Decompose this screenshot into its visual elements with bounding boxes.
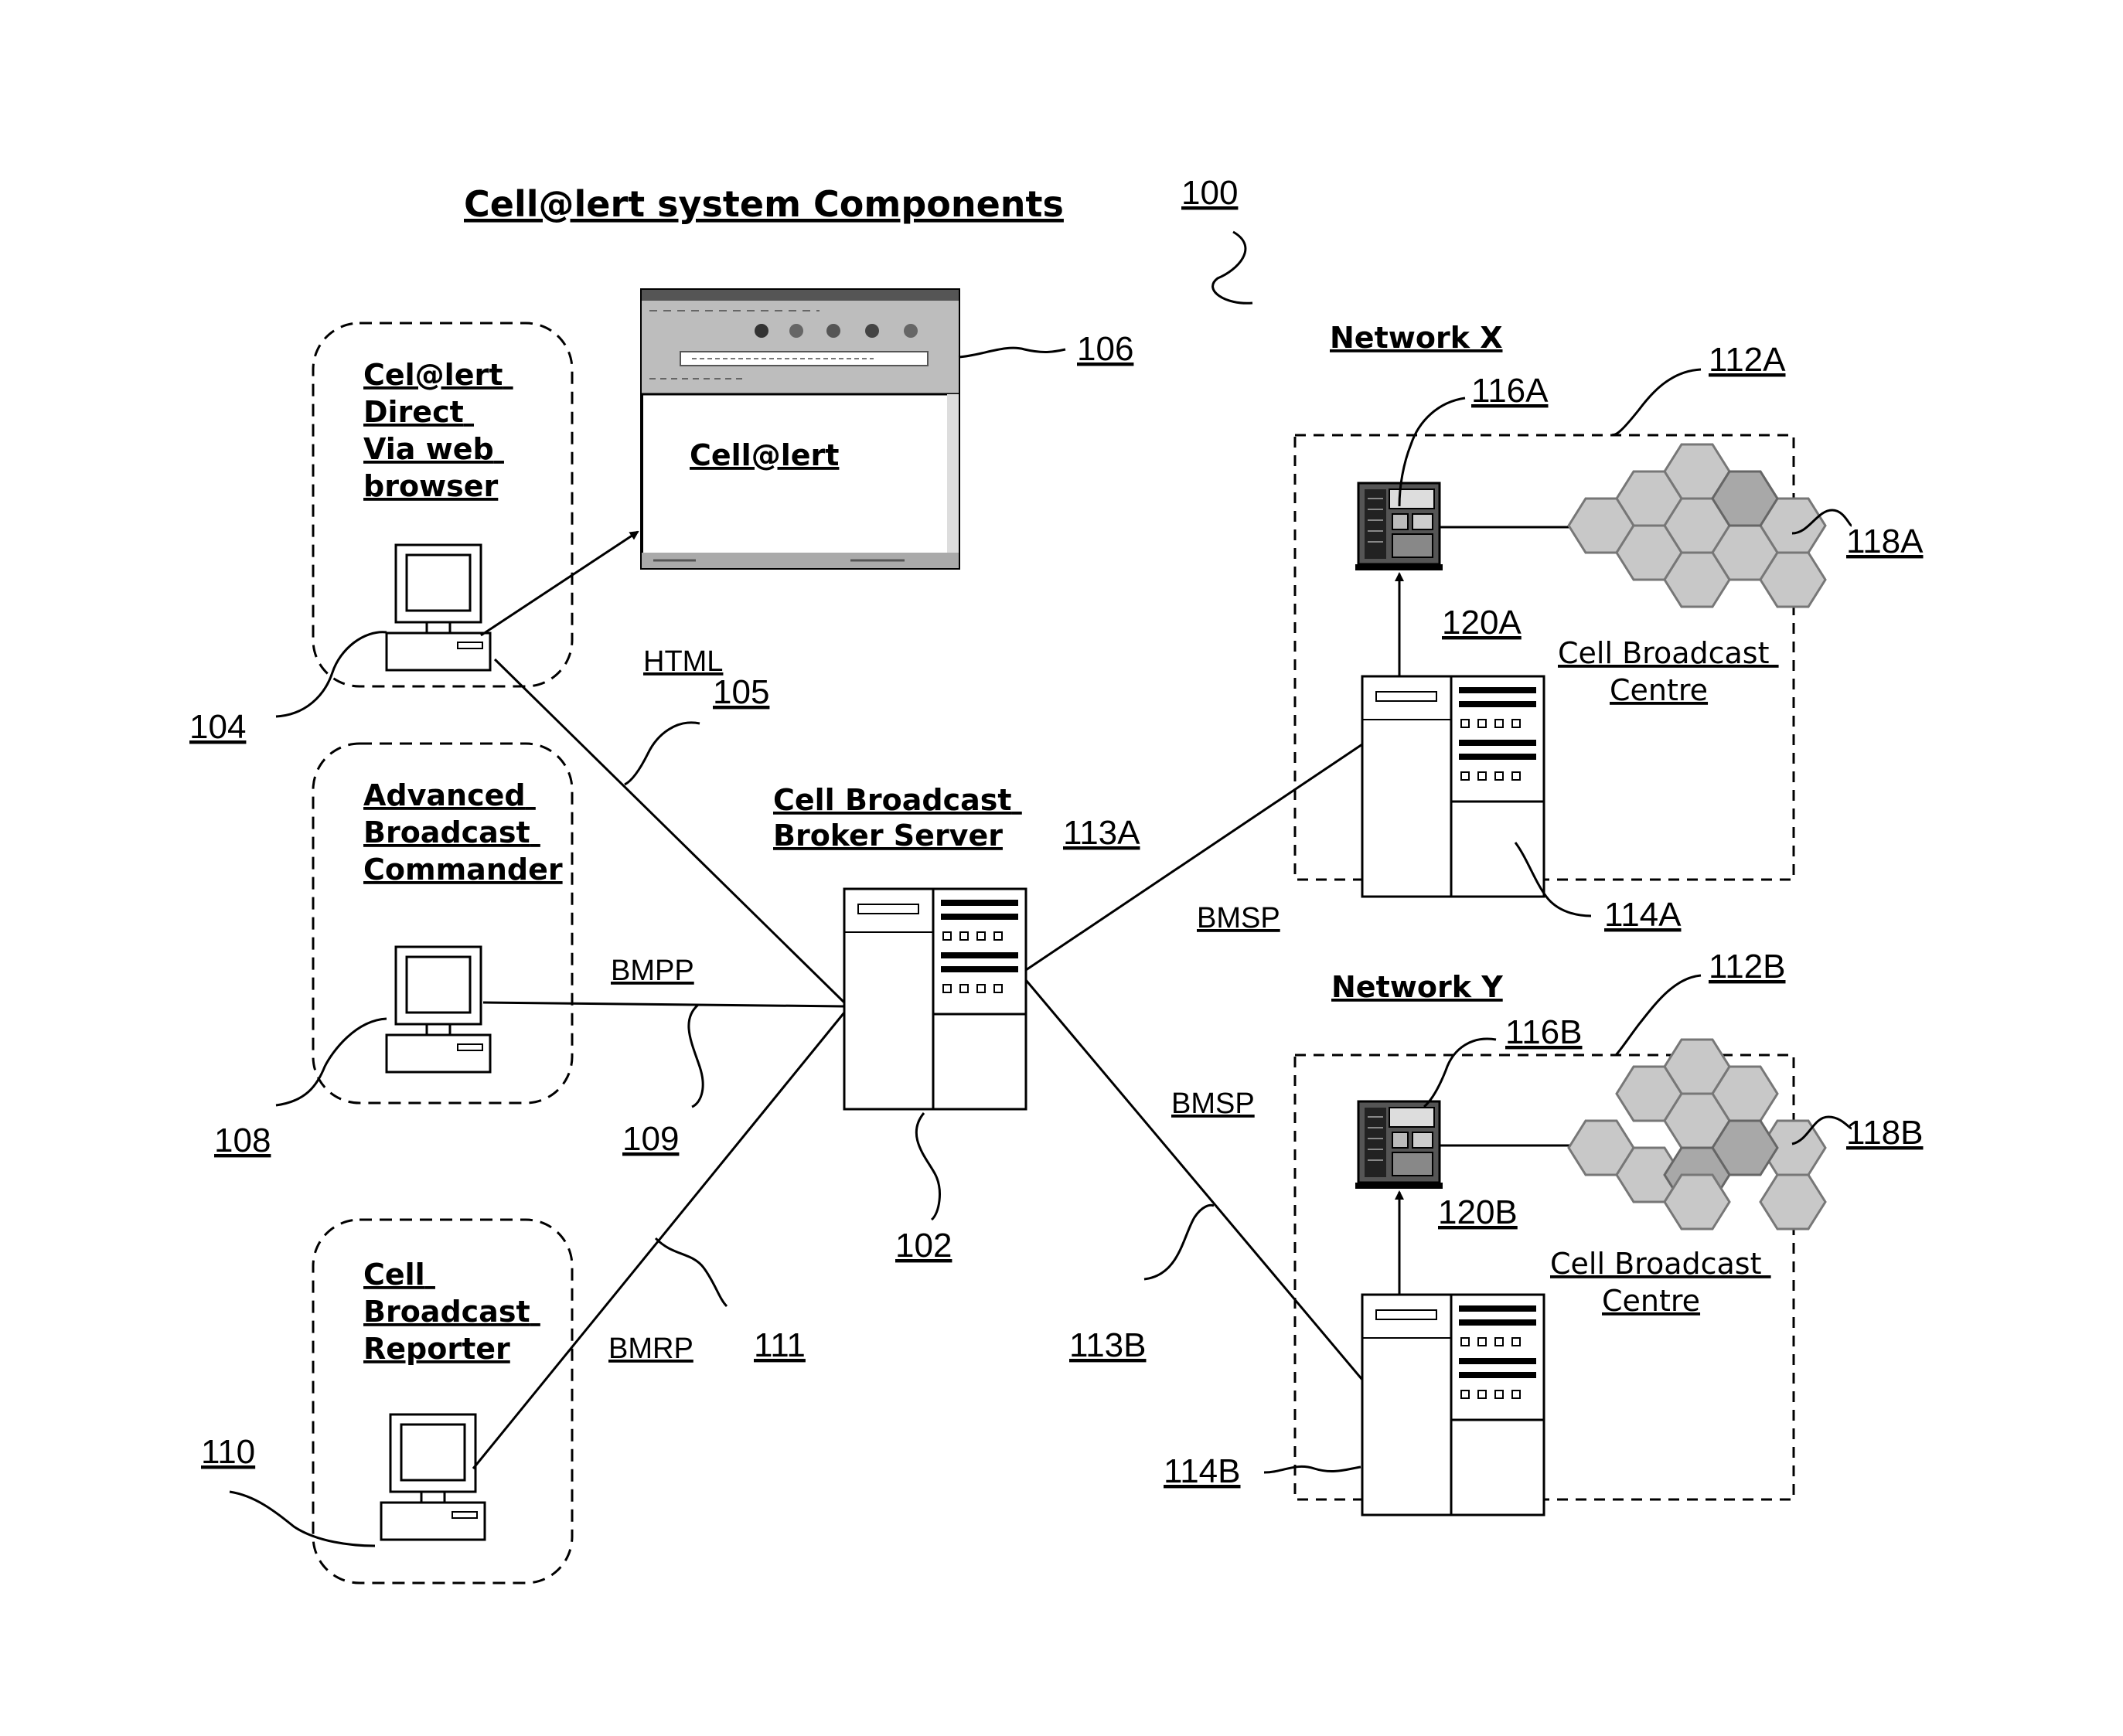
ref-link-y: 113B	[1069, 1326, 1147, 1364]
ref-link-html: 105	[713, 673, 769, 711]
ref-cells-y: 118B	[1846, 1114, 1924, 1152]
protocol-bmsp-x: BMSP	[1197, 902, 1280, 934]
protocol-bmpp: BMPP	[611, 955, 694, 987]
ref-browser: 106	[1077, 330, 1133, 368]
broker-label: Cell Broadcast Broker Server	[773, 783, 1022, 853]
client-reporter-label: Cell Broadcast Reporter	[363, 1258, 540, 1366]
ref-link-x: 113A	[1063, 814, 1140, 852]
ref-link-bmrp: 111	[754, 1326, 806, 1364]
ref-bts-y-leader	[1424, 1039, 1496, 1107]
ref-network-y-box: 112B	[1709, 948, 1786, 985]
ref-system-leader	[1213, 232, 1252, 303]
ref-link-y-leader	[1144, 1205, 1214, 1279]
cell-cluster-y	[1569, 1040, 1825, 1229]
browser-brand: Cell@lert	[690, 438, 839, 472]
cell-cluster-x	[1569, 444, 1825, 607]
ref-broker: 102	[895, 1227, 952, 1265]
ref-client-commander: 108	[214, 1122, 271, 1159]
network-y-title: Network Y	[1331, 970, 1503, 1004]
ref-link-bmrp-leader	[656, 1238, 727, 1306]
client-web-label: Cel@lert Direct Via web browser	[363, 358, 513, 503]
cbc-y-label: Cell Broadcast Centre	[1550, 1247, 1771, 1318]
ref-client-web-leader	[276, 632, 387, 717]
network-x-title: Network X	[1330, 321, 1503, 355]
ref-arrow-x: 120A	[1442, 604, 1522, 642]
browser-window: Cell@lert	[642, 290, 959, 568]
protocol-html: HTML	[643, 645, 723, 678]
ref-cells-x: 118A	[1846, 523, 1924, 560]
cbc-x-label: Cell Broadcast Centre	[1558, 636, 1779, 707]
ref-arrow-y: 120B	[1438, 1193, 1518, 1231]
ref-broker-leader	[916, 1113, 939, 1220]
cbc-x-icon	[1362, 676, 1544, 897]
broker-server-icon	[844, 889, 1026, 1109]
ref-network-x-box: 112A	[1709, 341, 1786, 379]
protocol-bmrp: BMRP	[608, 1333, 693, 1365]
link-broker-to-network-x	[1026, 744, 1362, 970]
ref-bts-y: 116B	[1505, 1013, 1583, 1051]
ref-cbc-y: 114B	[1164, 1452, 1241, 1490]
protocol-bmsp-y: BMSP	[1171, 1088, 1255, 1120]
ref-bts-x: 116A	[1471, 372, 1549, 410]
ref-link-bmpp-leader	[689, 1005, 703, 1107]
ref-cbc-y-leader	[1264, 1466, 1361, 1472]
client-commander-label: Advanced Broadcast Commander	[363, 778, 563, 887]
ref-cbc-x: 114A	[1604, 896, 1682, 934]
ref-link-html-leader	[625, 723, 700, 785]
ref-client-reporter-leader	[230, 1492, 375, 1546]
link-commander-to-broker	[483, 1002, 844, 1006]
ref-link-bmpp: 109	[622, 1120, 679, 1158]
link-broker-to-network-y	[1026, 980, 1362, 1380]
bts-y-icon	[1355, 1101, 1443, 1189]
ref-network-x-box-leader	[1612, 369, 1701, 435]
diagram-title: Cell@lert system Components	[464, 183, 1064, 225]
cbc-y-icon	[1362, 1295, 1544, 1515]
ref-system: 100	[1181, 174, 1238, 212]
pc-reporter-icon	[381, 1414, 485, 1540]
arrow-pc-to-browser	[481, 532, 638, 635]
ref-client-web: 104	[189, 708, 246, 746]
ref-browser-leader	[959, 348, 1065, 357]
ref-client-reporter: 110	[201, 1433, 255, 1471]
pc-web-icon	[387, 545, 490, 670]
pc-commander-icon	[387, 947, 490, 1072]
